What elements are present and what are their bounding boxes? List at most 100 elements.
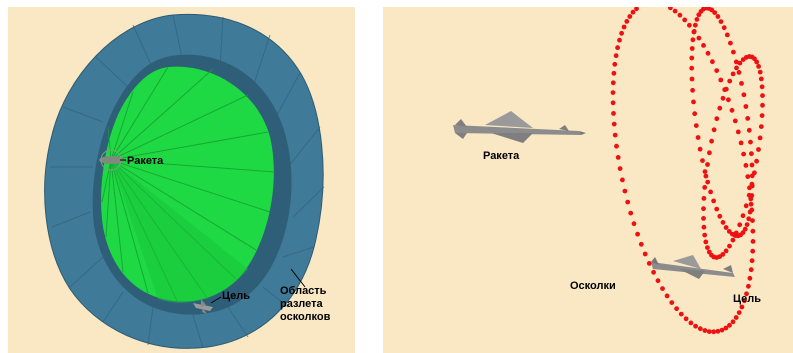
fragment-dot — [711, 329, 716, 334]
fragment-dot — [707, 150, 712, 155]
fragment-dot — [684, 316, 689, 321]
fragment-dot — [734, 66, 739, 71]
fragment-dot — [709, 139, 714, 144]
fragment-dot — [749, 202, 754, 207]
fragment-dot — [716, 14, 721, 19]
fragment-dot — [691, 37, 696, 42]
fragment-dot — [687, 23, 692, 28]
fragment-dot — [703, 328, 708, 333]
fragment-dot — [620, 178, 625, 183]
fragment-dot — [704, 174, 709, 179]
fragment-dot — [744, 104, 749, 109]
fragment-dot — [634, 7, 639, 11]
fragment-dot — [758, 70, 763, 75]
fragment-dot — [714, 116, 719, 121]
fragment-dot — [718, 78, 723, 83]
fragment-dot — [690, 46, 695, 51]
fragments-view: Ракета Осколки Цель — [383, 7, 793, 353]
fragment-dot — [707, 329, 712, 334]
fragment-dot — [691, 100, 696, 105]
fragment-dot — [665, 294, 670, 299]
fragment-dot — [674, 306, 679, 311]
fragment-dot — [705, 162, 710, 167]
fragment-dot — [726, 97, 731, 102]
fragment-dot — [731, 72, 736, 77]
fragment-dot — [710, 59, 715, 64]
fragment-dot — [760, 93, 765, 98]
fragment-dot — [625, 200, 630, 205]
fragment-dot — [639, 242, 644, 247]
fragment-dot — [631, 10, 636, 15]
fragment-dot — [741, 152, 746, 157]
missile-icon — [453, 111, 586, 143]
fragment-dot — [720, 328, 725, 333]
fragment-dot — [742, 92, 747, 97]
fragment-dot — [730, 108, 735, 113]
target-icon — [651, 255, 735, 279]
fragment-dot — [758, 136, 763, 141]
fragment-dot — [707, 250, 712, 255]
fragment-dot — [700, 158, 705, 163]
fragment-dot — [612, 62, 617, 67]
fragment-dot — [692, 111, 697, 116]
fragment-dot — [741, 213, 746, 218]
fragment-dot — [745, 222, 750, 227]
fragment-dot — [751, 229, 756, 234]
fragment-dot — [721, 96, 726, 101]
fragment-dot — [690, 77, 695, 82]
dispersion-cone-panel: Ракета Цель Область разлета осколков — [8, 7, 355, 353]
fragment-dot — [754, 60, 759, 65]
fragment-dot — [701, 216, 706, 221]
fragment-dot — [611, 90, 616, 95]
fragment-dot — [706, 51, 711, 56]
fragment-dot — [660, 286, 665, 291]
fragment-dot — [696, 135, 701, 140]
fragment-dot — [739, 81, 744, 86]
fragment-dot — [616, 155, 621, 160]
fragment-dot — [692, 30, 697, 35]
fragment-dot — [611, 80, 616, 85]
fragment-dot — [614, 144, 619, 149]
fragment-dot — [760, 113, 765, 118]
fragment-dot — [698, 326, 703, 331]
fragment-dot — [746, 216, 751, 221]
fragment-dot — [615, 45, 620, 50]
fragment-dot — [733, 119, 738, 124]
fragment-dot — [734, 231, 739, 236]
fragment-dot — [756, 64, 761, 69]
fragment-dot — [678, 13, 683, 18]
fragment-dot — [721, 220, 726, 225]
fragment-dot — [719, 19, 724, 24]
fragment-dot — [612, 71, 617, 76]
fragment-dot — [622, 25, 627, 30]
fragment-dot — [739, 141, 744, 146]
fragment-dot — [693, 324, 698, 329]
fragment-dot — [756, 147, 761, 152]
fragment-dot — [669, 300, 674, 305]
fragment-dot — [731, 319, 736, 324]
fragment-dot — [635, 232, 640, 237]
fragment-dot — [737, 70, 742, 75]
fragment-dot — [738, 61, 743, 66]
fragment-dot — [632, 221, 637, 226]
area-label-line3: осколков — [280, 311, 331, 323]
fragment-dot — [749, 151, 754, 156]
fragment-dot — [705, 245, 710, 250]
fragment-dot — [611, 100, 616, 105]
fragment-dot — [724, 225, 729, 230]
fragment-dot — [749, 267, 754, 272]
fragment-dot — [623, 189, 628, 194]
fragment-dot — [617, 38, 622, 43]
fragment-dot — [754, 159, 759, 164]
fragment-dot — [752, 170, 757, 175]
fragment-dot — [750, 182, 755, 187]
fragment-dot — [724, 87, 729, 92]
fragment-dot — [698, 147, 703, 152]
fragment-dot — [751, 239, 756, 244]
fragment-dot — [746, 284, 751, 289]
target-label: Цель — [733, 293, 761, 305]
fragment-dot — [722, 25, 727, 30]
fragment-dot — [714, 68, 719, 73]
fragment-dot — [689, 66, 694, 71]
fragment-dot — [717, 214, 722, 219]
